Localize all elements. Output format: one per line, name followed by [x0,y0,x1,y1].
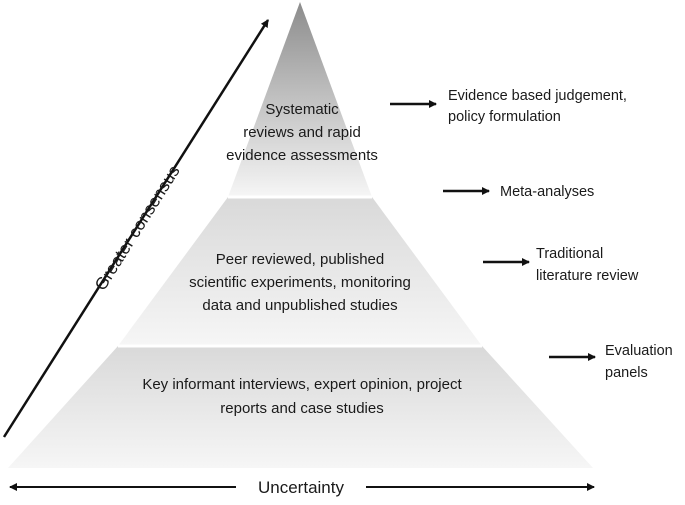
tier-middle-line: data and unpublished studies [202,297,397,314]
pyramid-tier-middle [118,197,482,346]
tier-top-line: reviews and rapid [243,124,361,141]
outcome-label: policy formulation [448,109,561,125]
tier-middle-line: Peer reviewed, published [216,251,384,268]
outcome-label: Traditional [536,246,603,262]
outcome-label: Evaluation [605,343,673,359]
uncertainty-label: Uncertainty [258,478,344,497]
tier-middle-line: scientific experiments, monitoring [189,274,411,291]
outcome-label: Evidence based judgement, [448,88,627,104]
tier-top-line: Systematic [265,101,339,118]
consensus-label: Greater consensus [91,162,184,294]
outcome-label: Meta-analyses [500,184,594,200]
outcome-label: panels [605,365,648,381]
pyramid-tier-bottom [8,346,593,468]
consensus-arrow [2,19,270,438]
outcome-label: literature review [536,268,639,284]
tier-top-line: evidence assessments [226,147,378,164]
tier-bottom-line: Key informant interviews, expert opinion… [142,376,462,393]
pyramid-tier-top [228,2,372,197]
tier-bottom-line: reports and case studies [220,400,383,417]
